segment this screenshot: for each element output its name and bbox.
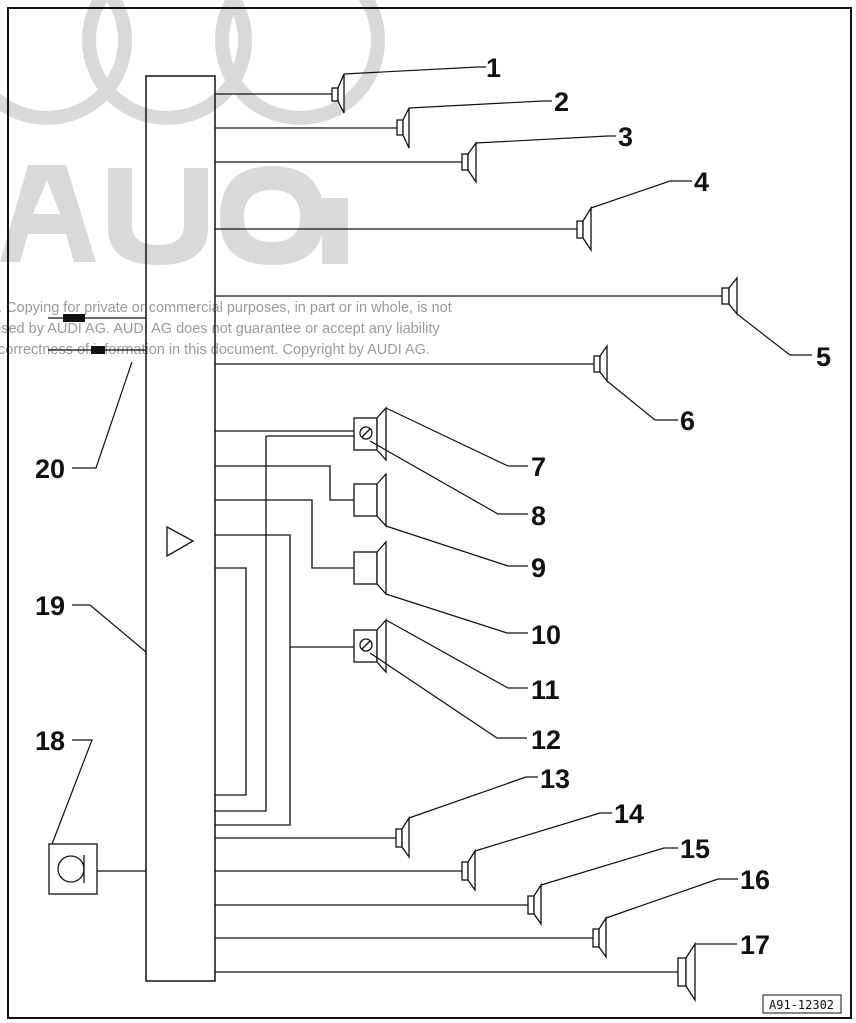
callout-19: 19 bbox=[35, 591, 65, 621]
watermark-ring-2 bbox=[82, 0, 252, 125]
speaker-16-icon bbox=[592, 915, 607, 960]
callout-12: 12 bbox=[531, 725, 561, 755]
speaker-9-icon bbox=[353, 472, 387, 528]
wiring bbox=[48, 93, 722, 973]
speaker-11-icon bbox=[353, 618, 387, 674]
callout-labels: 1 2 3 4 5 6 7 8 9 10 11 12 13 14 15 16 1… bbox=[35, 53, 831, 960]
speaker-13-icon bbox=[395, 815, 410, 860]
amplifier-box bbox=[145, 75, 216, 982]
speaker-7-icon bbox=[353, 406, 387, 462]
audi-watermark-logo bbox=[0, 0, 385, 125]
callout-14: 14 bbox=[614, 799, 644, 829]
copyright-notice: . Copying for private or commercial purp… bbox=[0, 300, 452, 358]
callout-13: 13 bbox=[540, 764, 570, 794]
callout-10: 10 bbox=[531, 620, 561, 650]
diagram-frame bbox=[7, 7, 852, 1019]
microphone-icon bbox=[48, 843, 98, 895]
speaker-15-icon bbox=[527, 882, 542, 927]
reference-number: A91-12302 bbox=[769, 998, 834, 1012]
speaker-14-icon bbox=[461, 848, 476, 893]
speaker-12-tweeter-icon bbox=[359, 638, 373, 652]
speaker-17-icon bbox=[677, 941, 696, 1003]
callout-20: 20 bbox=[35, 454, 65, 484]
callout-8: 8 bbox=[531, 501, 546, 531]
speaker-1-icon bbox=[331, 73, 345, 114]
plug-connector bbox=[63, 314, 85, 322]
callout-3: 3 bbox=[618, 122, 633, 152]
callout-4: 4 bbox=[694, 167, 709, 197]
speaker-6-icon bbox=[593, 343, 608, 383]
callout-6: 6 bbox=[680, 406, 695, 436]
plug-connector bbox=[91, 346, 105, 354]
speaker-5-icon bbox=[721, 276, 738, 316]
speaker-8-tweeter-icon bbox=[359, 426, 373, 440]
leader-lines bbox=[51, 66, 812, 945]
callout-11: 11 bbox=[531, 675, 560, 705]
speaker-3-icon bbox=[461, 141, 477, 185]
amplifier-triangle-symbol bbox=[166, 525, 195, 558]
audi-watermark-lettering bbox=[0, 165, 348, 265]
copyright-notice-line-2: ised by AUDI AG. AUDI AG does not guaran… bbox=[0, 321, 440, 337]
callout-9: 9 bbox=[531, 553, 546, 583]
callout-2: 2 bbox=[554, 87, 569, 117]
speaker-2-icon bbox=[396, 107, 410, 149]
callout-5: 5 bbox=[816, 342, 831, 372]
callout-17: 17 bbox=[740, 930, 770, 960]
speakers bbox=[331, 73, 738, 1003]
callout-15: 15 bbox=[680, 834, 710, 864]
watermark-ring-3 bbox=[215, 0, 385, 125]
input-connector-plugs bbox=[63, 314, 105, 354]
speaker-10-icon bbox=[353, 540, 387, 596]
callout-18: 18 bbox=[35, 726, 65, 756]
callout-1: 1 bbox=[486, 53, 501, 83]
callout-7: 7 bbox=[531, 452, 546, 482]
callout-16: 16 bbox=[740, 865, 770, 895]
watermark-ring-1 bbox=[0, 0, 132, 125]
copyright-notice-line-1: . Copying for private or commercial purp… bbox=[0, 300, 452, 316]
speaker-4-icon bbox=[576, 205, 592, 253]
reference-number-box: A91-12302 bbox=[762, 994, 842, 1014]
